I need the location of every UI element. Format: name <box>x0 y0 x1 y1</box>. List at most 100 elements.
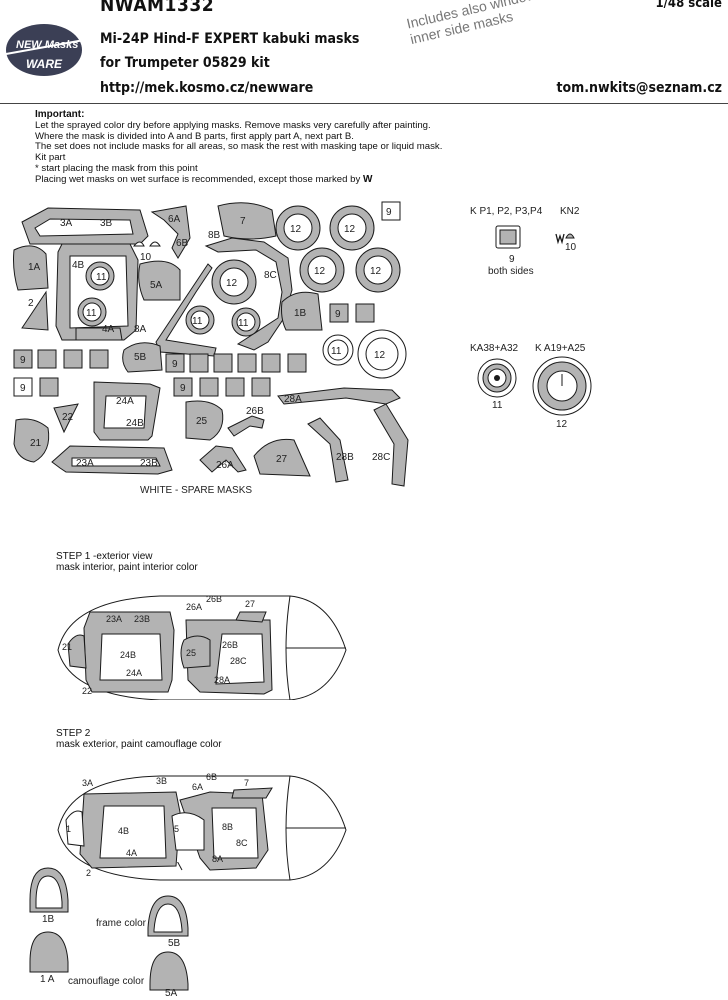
label-28a: 28A <box>284 394 302 405</box>
ring-11 <box>85 261 115 291</box>
step1-27 <box>235 611 267 623</box>
label-8b: 8B <box>208 230 221 241</box>
instruction-line: Placing wet masks on wet surface is reco… <box>35 173 373 185</box>
step2-label-7: 7 <box>244 778 249 788</box>
wet-symbol-icon <box>555 233 565 245</box>
label-11: 11 <box>331 346 342 357</box>
square-9 <box>251 377 271 397</box>
square-9 <box>329 303 349 323</box>
spare-ring-11 <box>322 334 354 366</box>
step2-label-2: 2 <box>86 868 91 878</box>
mask-4b <box>55 243 139 341</box>
square-9 <box>213 353 233 373</box>
scale-label: 1/48 scale <box>655 0 722 11</box>
label-7: 7 <box>240 216 246 227</box>
label-12: 12 <box>226 278 238 289</box>
kp-part-sub: both sides <box>488 266 534 277</box>
wet-symbol: W <box>362 173 373 185</box>
mask-23 <box>51 445 173 475</box>
ring-11 <box>185 305 215 335</box>
step1-cockpit-view: 23A 23B 26A 26B 27 21 24B 24A 25 26B 28C… <box>57 594 347 700</box>
label-28b: 28B <box>336 452 354 463</box>
mask-1b <box>281 291 323 331</box>
square-9 <box>355 303 375 323</box>
step2-cockpit-view: 3A 3B 6B 6A 7 1 4B 5 8B 8C 4A 8A 2 <box>57 772 347 881</box>
mask-1a <box>13 245 49 291</box>
label-9: 9 <box>20 383 26 394</box>
label-23b: 23B <box>140 458 158 469</box>
mask-22 <box>53 403 79 434</box>
legend-1b-inner <box>35 875 63 909</box>
instruction-line: The set does not include masks for all a… <box>35 141 443 153</box>
step2-5 <box>171 812 205 851</box>
mask-28a <box>277 387 401 405</box>
label-12: 12 <box>314 266 326 277</box>
step1-label-26b-inner: 26B <box>222 640 238 650</box>
label-12: 12 <box>374 350 386 361</box>
square-9 <box>89 349 109 369</box>
square-9 <box>287 353 307 373</box>
logo-text-bottom: WARE <box>26 57 63 71</box>
label-4b: 4B <box>72 260 85 271</box>
label-22: 22 <box>62 412 74 423</box>
mask-5a <box>138 260 181 301</box>
logo-graphic: NEW Masks WARE <box>5 24 85 76</box>
label-24b: 24B <box>126 418 144 429</box>
ring-12 <box>355 247 401 293</box>
spare-masks-label: WHITE - SPARE MASKS <box>140 485 252 496</box>
label-24a: 24A <box>116 396 134 407</box>
fuselage-outline <box>57 775 347 881</box>
spare-square-9 <box>13 377 33 397</box>
mask-7 <box>217 202 277 240</box>
step2-label-3a: 3A <box>82 778 93 788</box>
ka19-gauge <box>532 356 592 416</box>
product-code: NWAM1332 <box>100 0 215 16</box>
label-8a: 8A <box>134 324 147 335</box>
step1-25 <box>180 635 211 669</box>
step2-label-8a: 8A <box>212 854 223 864</box>
email-link[interactable]: tom.nwkits@seznam.cz <box>556 80 722 96</box>
mask-27 <box>253 438 311 477</box>
ring-12 <box>275 205 321 251</box>
step1-label-27: 27 <box>245 599 255 609</box>
square-9 <box>189 353 209 373</box>
label-6b: 6B <box>176 238 189 249</box>
legend-5b-inner <box>153 903 183 933</box>
instruction-line: Kit part <box>35 152 66 164</box>
label-27: 27 <box>276 454 288 465</box>
step1-label-23a: 23A <box>106 614 122 624</box>
mask-28c <box>373 403 409 487</box>
label-1b: 1B <box>294 308 307 319</box>
step2-label-6a: 6A <box>192 782 203 792</box>
step1-label-26a: 26A <box>186 602 202 612</box>
mask-8a <box>155 263 217 357</box>
mask-26a <box>199 445 247 473</box>
logo-text-top: NEW Masks <box>16 39 78 51</box>
mask-24 <box>93 381 161 441</box>
step2-label-1: 1 <box>66 824 71 834</box>
website-link[interactable]: http://mek.kosmo.cz/newware <box>100 80 314 96</box>
ring-12 <box>299 247 345 293</box>
label-21: 21 <box>30 438 42 449</box>
square-9 <box>237 353 257 373</box>
step1-label-21: 21 <box>62 642 72 652</box>
step1-label-25: 25 <box>186 648 196 658</box>
square-9 <box>165 353 185 373</box>
label-10: 10 <box>140 252 152 263</box>
square-9 <box>39 377 59 397</box>
ring-12 <box>211 259 257 305</box>
mask-28b <box>307 417 349 483</box>
label-26a: 26A <box>216 460 234 471</box>
label-9: 9 <box>335 309 341 320</box>
step1-header: STEP 1 -exterior view mask interior, pai… <box>56 551 198 573</box>
ring-11 <box>77 297 107 327</box>
legend-1a-shape <box>29 931 69 973</box>
mask-25 <box>185 400 224 441</box>
label-3a: 3A <box>60 218 73 229</box>
step2-front-frame <box>79 791 181 869</box>
mask-26b <box>227 415 265 437</box>
square-9 <box>199 377 219 397</box>
label-8c: 8C <box>264 270 277 281</box>
mask-21 <box>13 418 50 463</box>
step2-label-5: 5 <box>174 824 179 834</box>
